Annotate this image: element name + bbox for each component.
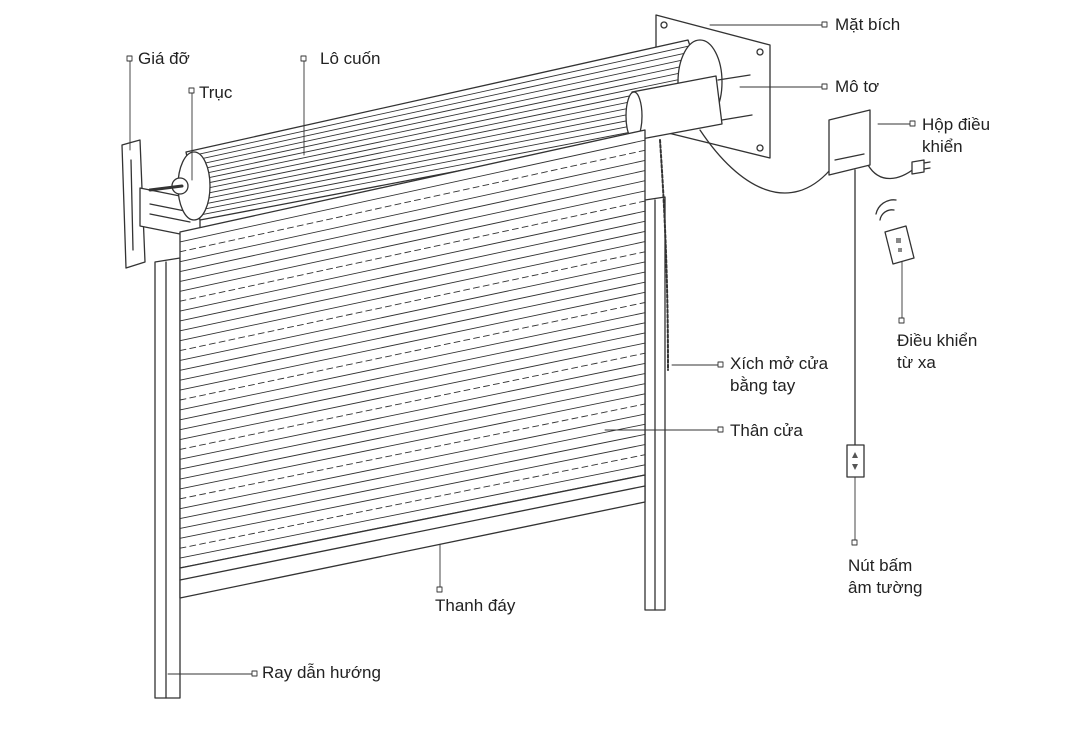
label-mat-bich: Mặt bích <box>835 15 901 34</box>
label-xich-mo-cua: Xích mở cửa bằng tay <box>730 353 828 397</box>
manual-chain <box>659 139 669 371</box>
label-xich-mo-cua-line2: bằng tay <box>730 376 796 395</box>
label-mo-to: Mô tơ <box>835 77 880 96</box>
label-thanh-day: Thanh đáy <box>435 596 516 615</box>
slat-line <box>179 241 646 342</box>
drum-hatch-line <box>189 62 697 172</box>
motor <box>625 74 753 141</box>
slat-line <box>179 403 646 500</box>
slat-line <box>179 159 646 263</box>
slat-line <box>179 231 646 332</box>
slat-line <box>179 220 646 322</box>
label-lo-cuon: Lô cuốn <box>320 49 381 68</box>
slat-line <box>179 261 646 361</box>
slat-line <box>179 190 646 292</box>
remote-control <box>875 199 915 265</box>
bottom-bar <box>179 474 646 599</box>
label-nut-bam: Nút bấm âm tường <box>848 555 923 599</box>
label-hop-dieu-khien: Hộp điều khiển <box>922 114 990 158</box>
slat-line <box>179 210 646 312</box>
slat-line <box>179 271 646 371</box>
door-body <box>179 129 646 569</box>
slat-line <box>179 312 646 411</box>
slat-line <box>179 291 646 391</box>
slat-line <box>179 373 646 470</box>
wall-switch <box>846 444 865 478</box>
slat-line <box>179 302 646 401</box>
slat-line <box>179 342 646 440</box>
axle <box>148 184 184 192</box>
slat-line <box>179 433 646 529</box>
slat-line <box>179 464 646 559</box>
drum-hatch-line <box>193 86 705 192</box>
motor-cable <box>699 129 831 194</box>
leader-markers <box>126 21 916 677</box>
slat-line <box>179 454 646 549</box>
label-than-cua: Thân cửa <box>730 421 803 440</box>
slat-line <box>179 423 646 520</box>
drum-hatch-line <box>196 103 711 206</box>
label-dieu-khien-tu-xa-line1: Điều khiển <box>897 331 978 350</box>
label-hop-dieu-khien-line1: Hộp điều <box>922 115 991 134</box>
drum-hatch-line <box>190 68 699 177</box>
label-dieu-khien-tu-xa-line2: từ xa <box>897 353 936 372</box>
guide-rails <box>154 196 666 699</box>
slat-line <box>179 352 646 450</box>
slat-line <box>179 322 646 421</box>
slat-line <box>179 393 646 490</box>
drum-hatch-line <box>192 80 703 187</box>
leader-lines <box>129 24 911 675</box>
slat-line <box>179 332 646 431</box>
drum-hatch-line <box>194 92 707 197</box>
label-nut-bam-line2: âm tường <box>848 578 923 597</box>
slat-line <box>179 281 646 381</box>
slat-line <box>179 180 646 282</box>
slat-line <box>179 251 646 352</box>
slat-line <box>179 444 646 539</box>
slat-line <box>179 413 646 510</box>
slat-line <box>179 362 646 460</box>
drum-hatch-line <box>187 51 693 163</box>
drum-hatch-line <box>186 45 691 158</box>
power-cable <box>867 164 916 180</box>
control-box <box>828 109 871 176</box>
slat-line <box>179 383 646 480</box>
slat-line <box>179 170 646 272</box>
label-hop-dieu-khien-line2: khiển <box>922 137 963 156</box>
label-truc: Trục <box>199 83 233 102</box>
slat-line <box>179 139 646 243</box>
label-xich-mo-cua-line1: Xích mở cửa <box>730 354 829 373</box>
drum-hatch-line <box>191 74 701 182</box>
drum-hatch-line <box>188 57 695 168</box>
plug-icon <box>911 159 931 175</box>
label-ray-dan-huong: Ray dẫn hướng <box>262 663 381 682</box>
label-nut-bam-line1: Nút bấm <box>848 556 913 575</box>
label-dieu-khien-tu-xa: Điều khiển từ xa <box>897 330 977 374</box>
label-gia-do: Giá đỡ <box>138 49 190 68</box>
slat-line <box>179 200 646 302</box>
drum-hatch-line <box>195 98 709 202</box>
